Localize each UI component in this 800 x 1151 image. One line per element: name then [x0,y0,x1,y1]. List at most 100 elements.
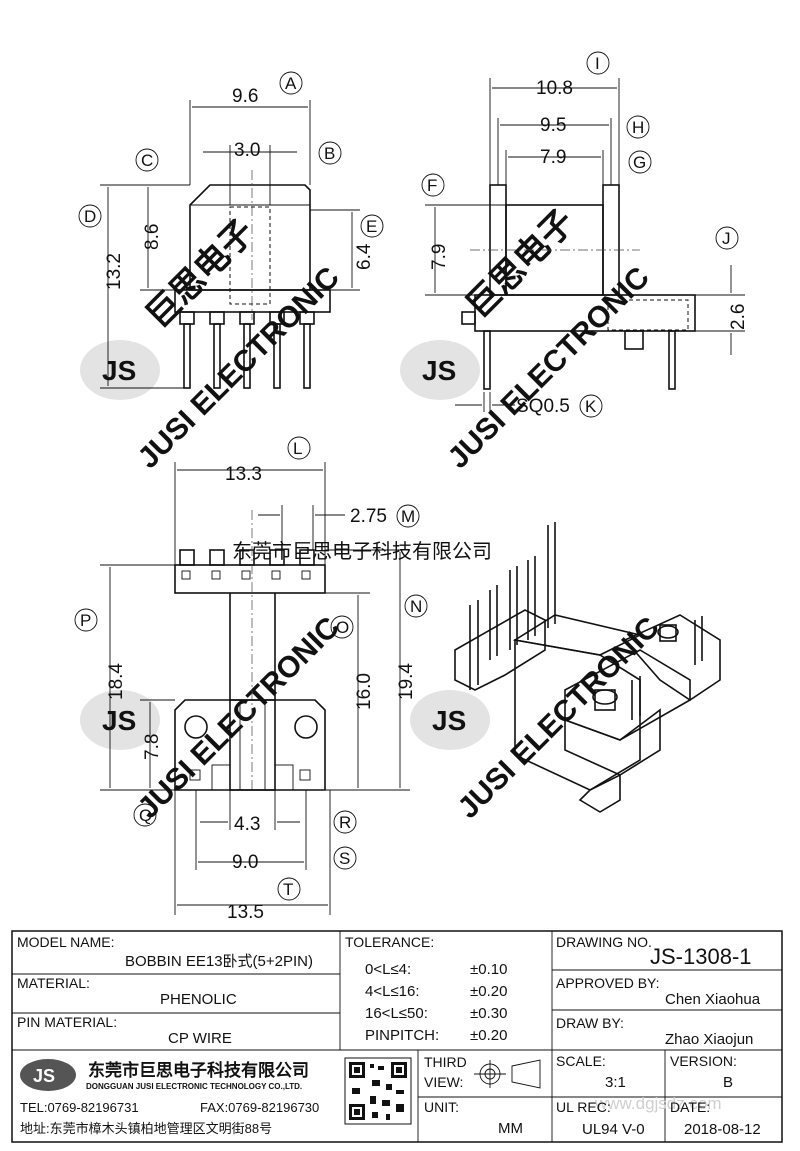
callout-a: A [279,71,303,95]
approved-label: APPROVED BY: [556,975,659,991]
svg-text:B: B [324,144,335,163]
company-en: DONGGUAN JUSI ELECTRONIC TECHNOLOGY CO.,… [86,1082,302,1091]
svg-text:Q: Q [139,806,152,825]
callout-p: P [74,608,98,632]
view-label: VIEW: [424,1074,463,1090]
dim-r: 4.3 [234,814,260,835]
dim-h: 9.5 [540,115,566,136]
callout-h: H [626,115,650,139]
pin-material-value: CP WIRE [168,1030,232,1047]
callout-k: K [579,394,603,418]
tolerance-range-4: PINPITCH: [365,1027,439,1044]
unit-label: UNIT: [424,1099,459,1115]
svg-text:I: I [595,54,600,73]
callout-r: R [333,810,357,834]
dim-o: 16.0 [354,673,375,710]
svg-text:S: S [339,849,350,868]
tolerance-range-3: 16<L≤50: [365,1005,428,1022]
draw-label: DRAW BY: [556,1015,624,1031]
site-watermark: www.dgjsdz.com [594,1094,722,1113]
callout-j: J [715,226,739,250]
approved-value: Chen Xiaohua [665,991,761,1008]
drawing-no: JS-1308-1 [650,944,752,969]
scale-label: SCALE: [556,1053,606,1069]
unit-value: MM [498,1120,523,1137]
svg-text:O: O [336,618,349,637]
svg-text:E: E [366,217,377,236]
bottom-view-hole-right [294,715,318,739]
svg-text:A: A [285,74,297,93]
bottom-view-hole-left [184,715,208,739]
watermark-company: 东莞市巨思电子科技有限公司 [232,540,492,563]
ul-value: UL94 V-0 [582,1121,645,1138]
company-logo-shape [20,1059,76,1091]
version-label: VERSION: [670,1053,737,1069]
svg-text:J: J [722,229,731,248]
callout-i: I [586,51,610,75]
company-tel: TEL:0769-82196731 [20,1100,139,1115]
scale-value: 3:1 [605,1074,626,1091]
tolerance-range-1: 0<L≤4: [365,961,411,978]
company-address: 地址:东莞市樟木头镇柏地管理区文明街88号 [20,1121,272,1136]
callout-g: G [628,150,652,174]
isometric-view [454,522,721,813]
watermark-logo-3: JS [102,705,136,736]
svg-text:K: K [585,397,597,416]
callout-o: O [330,615,354,639]
dim-p: 18.4 [106,663,127,700]
dim-d-height: 13.2 [104,253,125,290]
dim-q: 7.8 [142,734,163,760]
third-label: THIRD [424,1054,467,1070]
material-value: PHENOLIC [160,991,237,1008]
svg-text:R: R [339,813,351,832]
svg-text:D: D [84,207,96,226]
tolerance-value-3: ±0.30 [470,1005,507,1022]
svg-text:H: H [632,118,644,137]
title-block: MODEL NAME: BOBBIN EE13卧式(5+2PIN) MATERI… [11,930,783,1143]
callout-s: S [333,846,357,870]
dim-k: SQ0.5 [516,396,570,417]
watermark-logo-shape-3 [80,690,160,750]
pin-material-label: PIN MATERIAL: [17,1014,117,1030]
watermark-logo: JS [102,355,136,386]
dim-i: 10.8 [536,78,573,99]
qr-code [344,1057,412,1125]
company-logo: JS [33,1066,55,1086]
tolerance-value-1: ±0.10 [470,961,507,978]
svg-text:T: T [283,880,293,899]
svg-text:G: G [633,153,646,172]
tolerance-value-2: ±0.20 [470,983,507,1000]
callout-q: Q [133,803,157,827]
callout-m: M [396,504,420,528]
bottom-view: 13.3 2.75 18.4 7.8 16.0 19.4 4.3 9.0 13. [100,462,417,923]
date-value: 2018-08-12 [684,1121,761,1138]
callout-t: T [277,877,301,901]
callout-e: E [360,214,384,238]
watermark-logo-4: JS [432,705,466,736]
dim-n: 19.4 [396,663,417,700]
dim-e-height: 6.4 [354,243,375,270]
dim-g: 7.9 [540,147,566,168]
model-value: BOBBIN EE13卧式(5+2PIN) [125,953,313,970]
dim-m: 2.75 [350,506,387,527]
third-angle-projection-icon [474,1059,541,1089]
model-label: MODEL NAME: [17,934,115,950]
dim-s: 9.0 [232,852,258,873]
callout-b: B [318,141,342,165]
watermark-logo-2: JS [422,355,456,386]
front-view: 9.6 3.0 8.6 13.2 6.4 [100,86,375,389]
watermark-cn-2: 巨思电子 [459,203,582,326]
svg-text:L: L [293,439,302,458]
dim-l: 13.3 [225,464,262,485]
watermark-line-3: JUSI ELECTRONIC [132,611,346,825]
side-view: 10.8 9.5 7.9 7.9 2.6 SQ0.5 [425,78,749,417]
company-cn: 东莞市巨思电子科技有限公司 [88,1060,309,1080]
dim-c-height: 8.6 [142,224,163,250]
dim-j: 2.6 [728,304,749,330]
watermark-logo-shape [80,340,160,400]
dim-a: 9.6 [232,86,258,107]
watermark-logo-shape-4 [410,690,490,750]
callout-d: D [78,204,102,228]
watermark-logo-shape-2 [400,340,480,400]
